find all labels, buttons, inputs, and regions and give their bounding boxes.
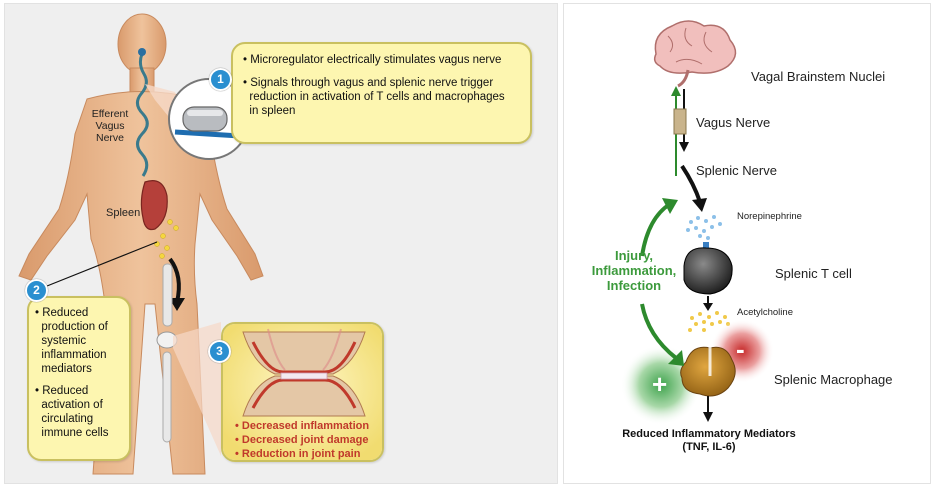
callout-2-number-badge: 2 bbox=[25, 279, 48, 302]
reduced-mediators-label: Reduced Inflammatory Mediators (TNF, IL-… bbox=[604, 428, 814, 454]
output-arrow-head bbox=[703, 412, 713, 422]
injury-label-line1: Injury, bbox=[614, 248, 654, 263]
afferent-arrow-head bbox=[671, 86, 681, 96]
pathway-diagram bbox=[621, 20, 774, 425]
receptor-icon bbox=[703, 242, 709, 250]
callout-3-bullet-2: • Decreased joint damage bbox=[235, 434, 369, 446]
efferent-vagus-nerve-label: Efferent Vagus Nerve bbox=[91, 108, 129, 144]
right-panel: Vagal Brainstem Nuclei Vagus Nerve Splen… bbox=[563, 3, 931, 484]
plus-sign: + bbox=[652, 369, 668, 399]
vagus-nerve-line bbox=[136, 53, 149, 177]
leg-arrow-head bbox=[169, 298, 185, 311]
brain-icon bbox=[653, 20, 737, 88]
leg-arrow bbox=[168, 257, 181, 303]
t-cell-icon bbox=[683, 247, 733, 295]
norepinephrine-dots bbox=[686, 215, 722, 240]
callout2-pointer bbox=[46, 241, 158, 287]
injury-label: Injury, Inflammation, Infection bbox=[584, 248, 684, 293]
callout-1-number-badge: 1 bbox=[209, 68, 232, 91]
callout-3-bullet-3: • Reduction in joint pain bbox=[235, 448, 361, 460]
spleen-icon bbox=[140, 180, 168, 231]
brainstem-label: Vagal Brainstem Nuclei bbox=[751, 69, 886, 84]
splenic-nerve-label: Splenic Nerve bbox=[696, 163, 777, 178]
injury-label-line3: Infection bbox=[606, 278, 662, 293]
body-illustration bbox=[18, 13, 264, 475]
left-panel: Efferent Vagus Nerve Spleen • Microregul… bbox=[4, 3, 558, 484]
norepinephrine-label: Norepinephrine bbox=[737, 211, 802, 222]
reduced-mediators-line1: Reduced Inflammatory Mediators bbox=[622, 428, 796, 440]
splenic-nerve-arrow-head bbox=[692, 198, 707, 212]
callout-2-bullet-2: • Reduced activation of circulating immu… bbox=[35, 385, 109, 439]
knee-joint-illustration bbox=[223, 324, 382, 460]
reduced-mediators-line2: (TNF, IL-6) bbox=[682, 441, 736, 453]
macrophage-label: Splenic Macrophage bbox=[774, 372, 893, 387]
injury-arrow-down-head bbox=[668, 350, 684, 366]
signal-dots bbox=[154, 219, 179, 259]
vagus-nerve-label: Vagus Nerve bbox=[696, 115, 771, 130]
splenic-nerve-arrow bbox=[680, 164, 702, 203]
callout-1-bullet-2: • Signals through vagus and splenic nerv… bbox=[243, 77, 505, 117]
t-cell-label: Splenic T cell bbox=[775, 266, 852, 281]
callout-2: • Reduced production of systemic inflamm… bbox=[27, 296, 131, 461]
injury-label-line2: Inflammation, bbox=[591, 263, 677, 278]
callout-3-bullet-1: • Decreased inflammation bbox=[235, 420, 370, 432]
leg-bones bbox=[162, 263, 173, 443]
callout-3: • Decreased inflammation • Decreased joi… bbox=[221, 322, 384, 462]
injury-arrow-down bbox=[640, 303, 678, 360]
tcell-arrow-head bbox=[703, 303, 713, 311]
injury-arrow-up-head bbox=[662, 198, 678, 214]
minus-sign: - bbox=[736, 334, 745, 364]
efferent-arrow-head bbox=[679, 142, 689, 152]
acetylcholine-label: Acetylcholine bbox=[737, 307, 793, 318]
macrophage-icon bbox=[680, 346, 736, 397]
spleen-label: Spleen bbox=[106, 207, 141, 219]
vagus-stimulator-icon bbox=[673, 108, 687, 135]
nerve-node-icon bbox=[138, 48, 146, 56]
acetylcholine-dots bbox=[688, 311, 730, 332]
callout-2-bullet-1: • Reduced production of systemic inflamm… bbox=[35, 307, 108, 375]
callout-1: • Microregulator electrically stimulates… bbox=[231, 42, 532, 144]
callout-3-number-badge: 3 bbox=[208, 340, 231, 363]
callout-1-bullet-1: • Microregulator electrically stimulates… bbox=[243, 54, 502, 66]
